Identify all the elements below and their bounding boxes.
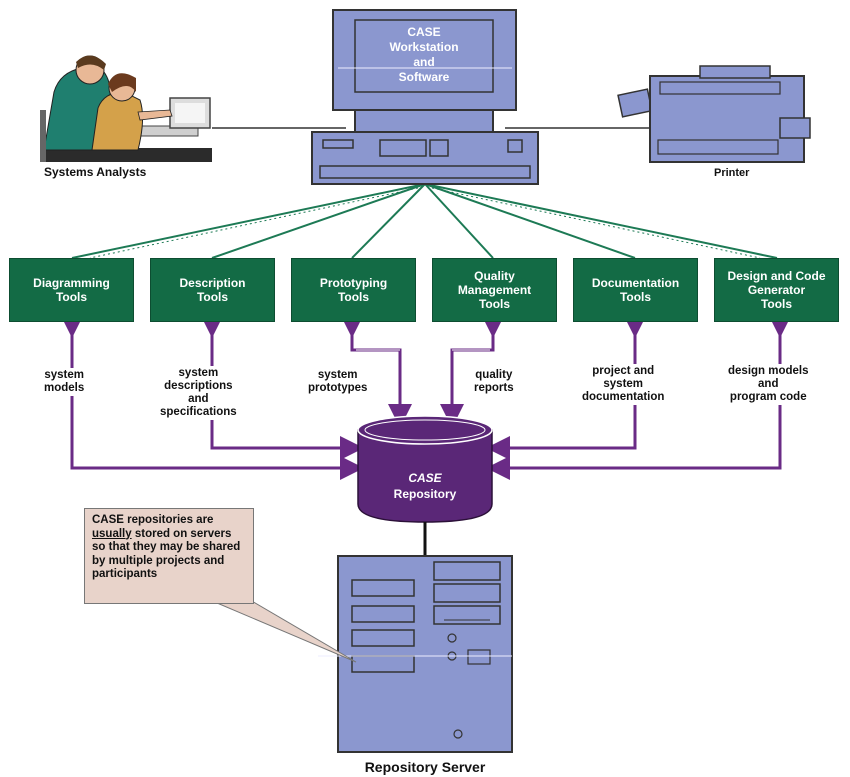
- tool-label-line: Prototyping: [319, 276, 388, 290]
- callout-text-1: CASE repositories are: [92, 514, 214, 526]
- tool-label-line: Tools: [619, 290, 652, 304]
- tool-label-line: Tools: [760, 297, 793, 311]
- tool-label-line: Tools: [55, 290, 88, 304]
- tool-label-line: Documentation: [591, 276, 680, 290]
- tool-label-line: Tools: [478, 297, 511, 311]
- callout-pointer: [209, 599, 357, 663]
- workstation-label-4: Software: [399, 70, 450, 84]
- workstation-label-3: and: [413, 55, 434, 69]
- repository-label-2: Repository: [394, 487, 457, 501]
- workstation-label-2: Workstation: [389, 40, 458, 54]
- workstation-monitor: [332, 9, 517, 133]
- callout-text-2: stored on servers so that they may be sh…: [92, 527, 241, 581]
- tool-label-line: Design and Code: [727, 269, 826, 283]
- tool-label-line: Tools: [196, 290, 229, 304]
- repository-server: [318, 555, 513, 753]
- tool-label-line: Generator: [747, 283, 806, 297]
- callout-emphasis: usually: [92, 527, 132, 540]
- tool-connectors: [71, 183, 778, 259]
- tool-label-line: Description: [179, 276, 246, 290]
- repository-server-label: Repository Server: [365, 759, 486, 775]
- repository-callout: CASE repositories are usually stored on …: [84, 508, 254, 604]
- workstation-label-1: CASE: [407, 25, 440, 39]
- repository-label-1: CASE: [408, 471, 442, 485]
- tool-label-line: Management: [457, 283, 532, 297]
- tool-label-line: Diagramming: [33, 276, 110, 290]
- case-repository-cylinder: [357, 415, 493, 523]
- analysts-illustration: [40, 55, 212, 162]
- workstation-base: [311, 131, 539, 185]
- systems-analysts-label: Systems Analysts: [44, 165, 147, 179]
- printer-icon: [617, 65, 811, 163]
- printer-label: Printer: [714, 167, 750, 179]
- tool-label-line: Tools: [337, 290, 370, 304]
- tool-label-line: Quality: [474, 269, 515, 283]
